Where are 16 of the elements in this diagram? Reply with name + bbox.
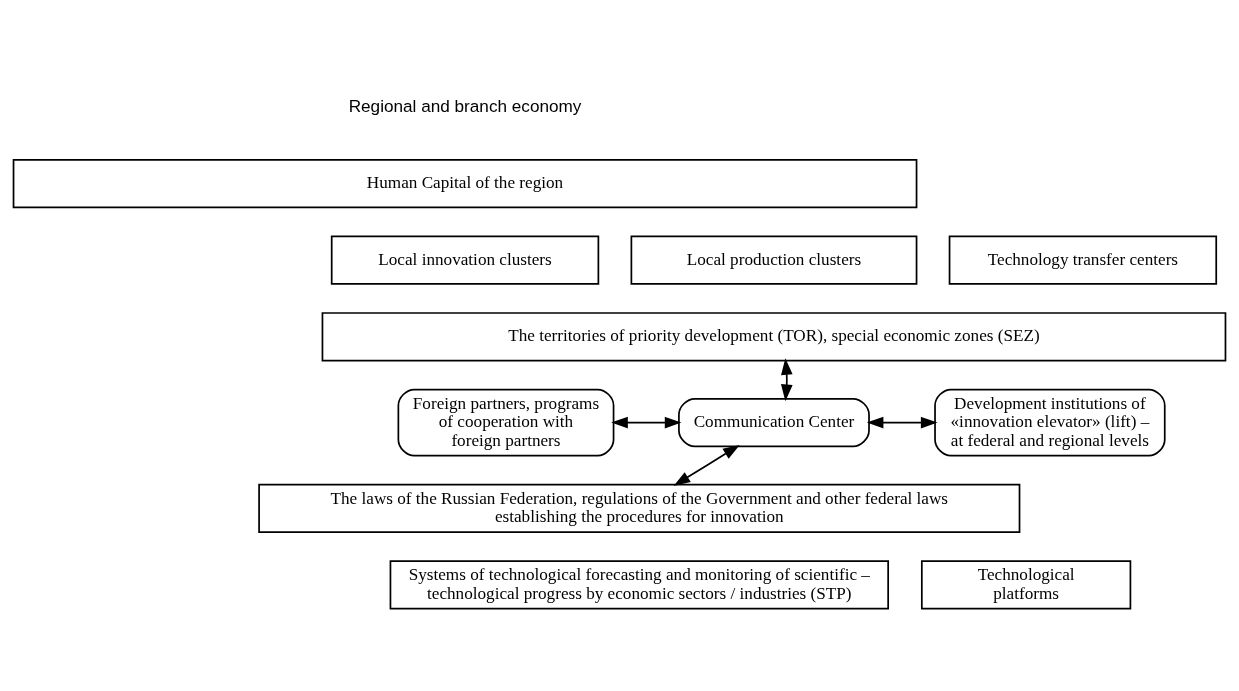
node-box: Foreign partners, programs of cooperation with foreign partners [397, 388, 615, 456]
node-box: Local innovation clusters [330, 235, 600, 285]
node-box: Communication Center [678, 397, 870, 447]
node-box: Technology transfer centers [948, 235, 1218, 285]
node-box: The territories of priority development (TOR), special economic zones (SEZ) [321, 311, 1227, 361]
label: Regional and branch economy [348, 95, 582, 116]
node-box: Technological platforms [920, 559, 1132, 610]
node-box: Local production clusters [630, 235, 918, 285]
node-box: Human Capital of the region [12, 158, 918, 208]
arrow [611, 416, 682, 428]
arrow [673, 444, 740, 486]
arrow [866, 416, 938, 428]
arrow [780, 357, 793, 401]
node-box: Development institutions of «innovation elevator» (lift) – at federal and regional levels [934, 388, 1166, 456]
node-box: Systems of technological forecasting and monitoring of scientific – technological progress by economic sectors / industries (STP) [389, 559, 889, 610]
node-box: The laws of the Russian Federation, regulations of the Government and other federal laws establishing the procedures for innovation [258, 483, 1021, 533]
